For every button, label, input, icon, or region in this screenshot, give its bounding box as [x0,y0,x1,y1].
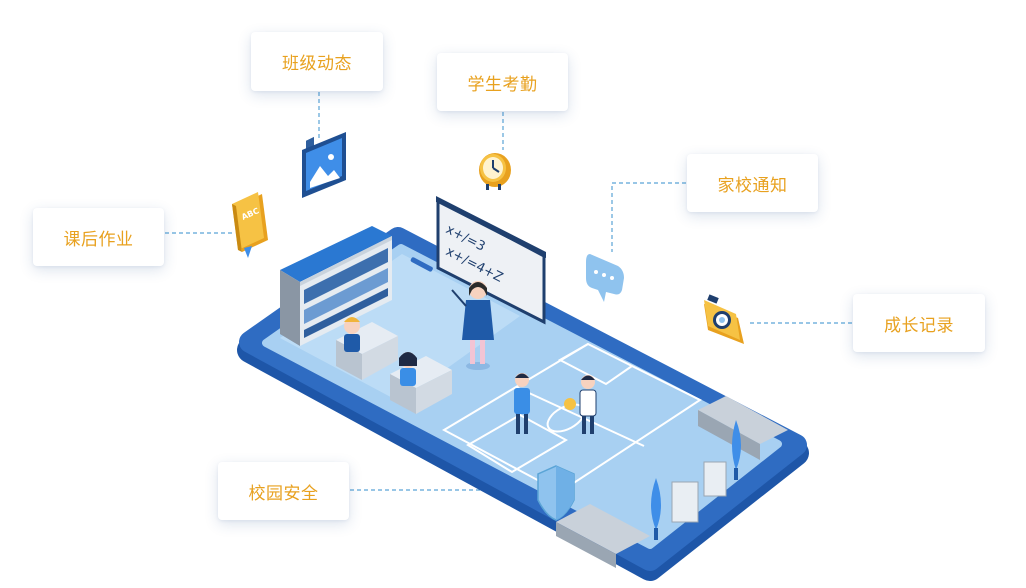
feature-label-growth: 成长记录 [884,315,954,336]
book-icon: ABC [232,192,268,258]
feature-card-attendance[interactable]: 学生考勤 [437,53,568,111]
blackboard: x+/=3 x+/=4+Z [436,196,546,325]
teacher-figure [451,281,494,370]
feature-card-growth[interactable]: 成长记录 [853,294,985,352]
tree-1 [732,420,741,480]
chat-bubble-icon [586,254,624,302]
bookshelf [280,136,392,346]
clock-icon [479,153,511,190]
feature-card-safety[interactable]: 校园安全 [218,462,349,520]
feature-card-notice[interactable]: 家校通知 [687,154,818,212]
picture-frame-icon [302,132,346,198]
phone-speaker [410,257,433,272]
tree-2 [651,478,661,540]
feature-label-class-news: 班级动态 [282,54,352,74]
student-girl [399,352,417,386]
camera-icon [704,294,744,344]
ball [564,398,576,410]
student-desks [336,317,452,414]
campus-gate [556,396,788,568]
feature-label-safety: 校园安全 [248,483,319,504]
feature-card-class-news[interactable]: 班级动态 [251,32,383,91]
feature-label-attendance: 学生考勤 [467,74,538,95]
connector-notice [611,182,686,252]
feature-label-homework: 课后作业 [63,229,134,250]
kid-left [514,373,530,434]
playground-kids [514,373,597,434]
shield-icon [537,465,575,521]
feature-label-notice: 家校通知 [717,175,788,196]
feature-card-homework[interactable]: 课后作业 [33,208,164,266]
kid-right [579,375,597,434]
student-boy [344,317,360,352]
